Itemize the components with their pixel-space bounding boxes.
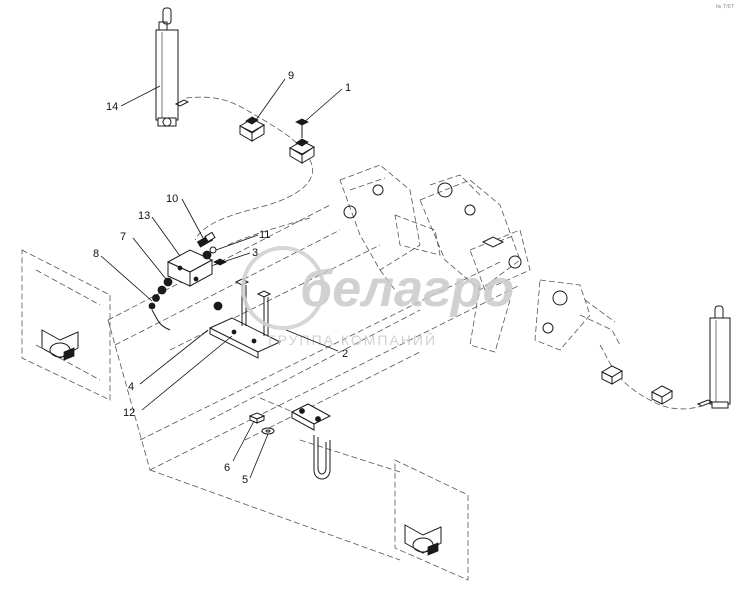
callout-4: 4 — [128, 381, 134, 393]
watermark: белагро ГРУППА КОМПАНИЙ — [241, 246, 514, 348]
callout-10: 10 — [166, 193, 178, 205]
fitting-part-10 — [196, 231, 216, 248]
right-guard-plate — [394, 459, 469, 581]
callout-13: 13 — [138, 210, 150, 222]
ball-fitting — [213, 301, 223, 311]
callout-leaders — [100, 78, 343, 479]
hydraulic-cylinder-right — [696, 305, 731, 409]
callout-9: 9 — [288, 70, 294, 82]
implement-frame — [107, 204, 521, 561]
hose-clamp-lower — [288, 138, 316, 164]
hitch-tower-assembly — [339, 164, 621, 353]
fitting-part-8 — [148, 294, 171, 331]
valve-block — [166, 249, 214, 287]
hydraulic-cylinder-left — [155, 7, 190, 127]
watermark-subtitle: ГРУППА КОМПАНИЙ — [268, 331, 437, 348]
callout-3: 3 — [252, 247, 258, 259]
washer-part-5 — [261, 427, 275, 435]
mounting-bracket — [208, 317, 282, 359]
callout-7: 7 — [120, 231, 126, 243]
callout-5: 5 — [242, 474, 248, 486]
fitting-part-7 — [157, 277, 173, 295]
hose-clamp-right-1 — [600, 365, 624, 385]
callout-8: 8 — [93, 248, 99, 260]
callout-1: 1 — [345, 82, 351, 94]
nut-part-6 — [248, 412, 266, 424]
hydraulic-hose-right — [599, 344, 706, 410]
clamp-plate-lower — [290, 403, 332, 431]
u-bolt — [313, 435, 331, 480]
bolt-long-right — [256, 290, 272, 336]
bolt-part-1 — [295, 118, 309, 138]
callout-12: 12 — [123, 407, 135, 419]
callout-11: 11 — [259, 229, 270, 241]
callout-14: 14 — [106, 101, 118, 113]
hydraulic-hose-left — [185, 96, 313, 241]
watermark-logo-ring — [241, 246, 325, 330]
hose-clamp-upper — [238, 116, 266, 142]
corner-mark: № 7/07 — [716, 4, 734, 10]
watermark-logo-text: белагро — [300, 260, 514, 318]
hose-clamp-right-2 — [650, 385, 674, 405]
callout-2: 2 — [342, 348, 348, 360]
fitting-part-11 — [202, 246, 217, 260]
left-guard-plate — [21, 249, 111, 401]
callout-6: 6 — [224, 462, 230, 474]
